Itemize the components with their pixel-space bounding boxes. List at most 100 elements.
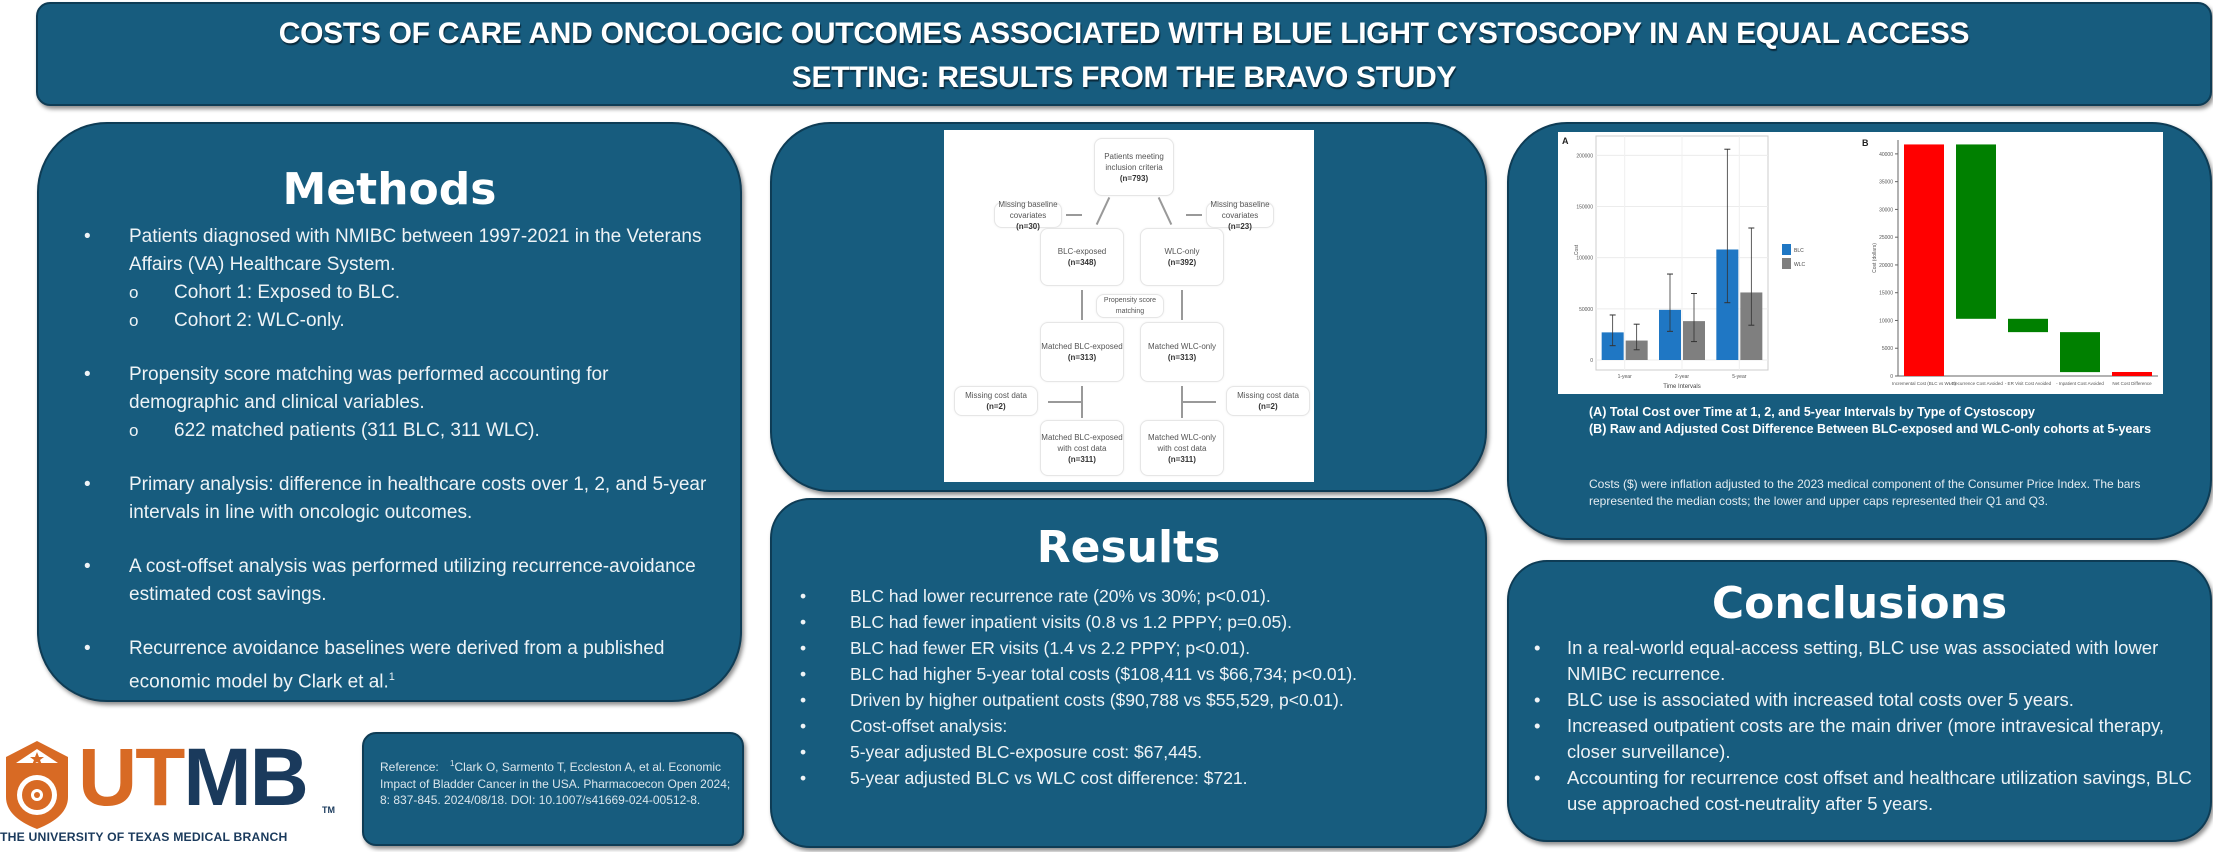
methods-subitem: 622 matched patients (311 BLC, 311 WLC). xyxy=(129,417,710,445)
chart-b-waterfall: B 0 5000 10000 15000 20000 25000 30000 35000 4000… xyxy=(1862,138,2158,386)
flow-box-excluded-left: Missing baseline covariates(n=30) xyxy=(994,200,1062,231)
results-panel: Results BLC had lower recurrence rate (2… xyxy=(770,498,1487,848)
waterfall-bar xyxy=(2112,371,2152,376)
flow-arrow xyxy=(1048,401,1081,403)
methods-item: A cost-offset analysis was performed uti… xyxy=(84,553,710,609)
results-item: 5-year adjusted BLC-exposure cost: $67,4… xyxy=(800,739,1465,765)
legend-swatch-blc xyxy=(1782,244,1791,255)
citation-superscript: 1 xyxy=(388,671,395,683)
flow-box-excluded-right: Missing baseline covariates(n=23) xyxy=(1206,200,1274,231)
figure-caption: (A) Total Cost over Time at 1, 2, and 5-… xyxy=(1589,404,2189,438)
results-item: BLC had higher 5-year total costs ($108,… xyxy=(800,661,1465,687)
bar-wlc xyxy=(1740,292,1763,360)
y-tick-label: 30000 xyxy=(1879,207,1893,213)
legend-label: WLC xyxy=(1794,262,1806,268)
poster-title-line-2: SETTING: RESULTS FROM THE BRAVO STUDY xyxy=(791,61,1457,94)
panel-label: B xyxy=(1862,138,1869,148)
conclusions-item: Increased outpatient costs are the main … xyxy=(1534,713,2192,765)
methods-item: Recurrence avoidance baselines were deri… xyxy=(84,635,710,696)
trademark-symbol: TM xyxy=(322,805,335,815)
results-heading: Results xyxy=(1036,522,1221,573)
x-tick-label: - Inpatient Cost Avoided xyxy=(2056,381,2104,386)
y-tick-label: 0 xyxy=(1890,374,1893,380)
flow-box-missing-cost-left: Missing cost data(n=2) xyxy=(954,386,1038,416)
x-tick-label: Incremental Cost (BLC vs WLC) xyxy=(1892,381,1957,386)
reference-text: Clark O, Sarmento T, Eccleston A, et al.… xyxy=(380,760,731,807)
poster-title-banner: COSTS OF CARE AND ONCOLOGIC OUTCOMES ASS… xyxy=(36,2,2212,106)
waterfall-bar xyxy=(2008,318,2048,333)
flow-box-wlc-only: WLC-only(n=392) xyxy=(1140,228,1224,286)
x-tick-label: Net Cost Difference xyxy=(2112,381,2152,386)
y-tick-label: 35000 xyxy=(1879,180,1893,186)
conclusions-item: BLC use is associated with increased tot… xyxy=(1534,687,2192,713)
flow-box-start: Patients meeting inclusion criteria(n=79… xyxy=(1094,138,1174,196)
flow-box-final-blc: Matched BLC-exposed with cost data(n=311… xyxy=(1040,420,1124,476)
results-item: BLC had fewer ER visits (1.4 vs 2.2 PPPY… xyxy=(800,635,1465,661)
conclusions-panel: Conclusions In a real-world equal-access… xyxy=(1507,560,2212,842)
conclusions-item: Accounting for recurrence cost offset an… xyxy=(1534,765,2192,817)
methods-subitem: Cohort 2: WLC-only. xyxy=(129,307,710,335)
flow-box-missing-cost-right: Missing cost data(n=2) xyxy=(1226,386,1310,416)
y-axis-label: Cost xyxy=(1574,244,1580,255)
bar-blc xyxy=(1601,332,1624,360)
caption-a: (A) Total Cost over Time at 1, 2, and 5-… xyxy=(1589,405,2035,419)
flow-arrow xyxy=(1181,386,1183,418)
methods-item: Propensity score matching was performed … xyxy=(84,361,710,445)
y-tick-label: 40000 xyxy=(1879,152,1893,158)
flow-arrow xyxy=(1183,401,1216,403)
reference-superscript: 1 xyxy=(450,759,455,768)
x-tick-label: - Recurrence Cost Avoided xyxy=(1949,381,2003,386)
methods-subitem: Cohort 1: Exposed to BLC. xyxy=(129,279,710,307)
poster-title-line-1: COSTS OF CARE AND ONCOLOGIC OUTCOMES ASS… xyxy=(278,17,1970,50)
y-tick-label: 10000 xyxy=(1879,318,1893,324)
y-tick-label: 0 xyxy=(1590,358,1593,364)
utmb-subtitle: THE UNIVERSITY OF TEXAS MEDICAL BRANCH xyxy=(0,830,288,844)
results-list: BLC had lower recurrence rate (20% vs 30… xyxy=(800,583,1465,791)
y-tick-label: 200000 xyxy=(1576,153,1593,159)
panel-label: A xyxy=(1562,136,1569,146)
y-tick-label: 25000 xyxy=(1879,235,1893,241)
y-tick-label: 100000 xyxy=(1576,256,1593,262)
flow-box-final-wlc: Matched WLC-only with cost data(n=311) xyxy=(1140,420,1224,476)
flow-arrow xyxy=(1066,214,1082,216)
y-tick-label: 20000 xyxy=(1879,263,1893,269)
flow-box-matched-blc: Matched BLC-exposed(n=313) xyxy=(1040,322,1124,382)
legend-label: BLC xyxy=(1794,248,1804,254)
methods-heading: Methods xyxy=(282,164,497,215)
y-tick-label: 50000 xyxy=(1579,307,1593,313)
conclusions-heading: Conclusions xyxy=(1711,578,2008,629)
y-tick-label: 5000 xyxy=(1882,346,1893,352)
x-tick-label: 2-year xyxy=(1675,374,1690,380)
consort-flowchart: Patients meeting inclusion criteria(n=79… xyxy=(944,130,1314,482)
x-tick-label: - ER Visit Cost Avoided xyxy=(2005,381,2052,386)
figure-note: Costs ($) were inflation adjusted to the… xyxy=(1589,477,2141,508)
flow-arrow xyxy=(1157,196,1173,226)
utmb-logo: UTMB TM THE UNIVERSITY OF TEXAS MEDICAL … xyxy=(0,735,340,852)
flow-arrow xyxy=(1081,290,1083,320)
flow-arrow xyxy=(1081,386,1083,418)
methods-panel: Methods Patients diagnosed with NMIBC be… xyxy=(37,122,742,702)
flow-box-blc-exposed: BLC-exposed(n=348) xyxy=(1040,228,1124,286)
reference-label: Reference: xyxy=(380,760,439,774)
y-tick-label: 150000 xyxy=(1576,205,1593,211)
results-item: BLC had lower recurrence rate (20% vs 30… xyxy=(800,583,1465,609)
flow-arrow xyxy=(1095,196,1111,226)
x-tick-label: 5-year xyxy=(1732,374,1747,380)
results-item: Cost-offset analysis: xyxy=(800,713,1465,739)
y-axis-label: Cost (dollars) xyxy=(1872,243,1878,273)
waterfall-bar xyxy=(1956,144,1996,319)
x-axis-label: Time Intervals xyxy=(1663,384,1700,390)
conclusions-item: In a real-world equal-access setting, BL… xyxy=(1534,635,2192,687)
methods-item: Patients diagnosed with NMIBC between 19… xyxy=(84,223,710,335)
flow-arrow xyxy=(1186,214,1202,216)
y-tick-label: 15000 xyxy=(1879,291,1893,297)
flow-box-propensity: Propensity score matching xyxy=(1096,294,1164,318)
results-item: 5-year adjusted BLC vs WLC cost differen… xyxy=(800,765,1465,791)
bar-wlc xyxy=(1625,340,1648,360)
utmb-wordmark: UTMB xyxy=(78,732,309,823)
results-item: BLC had fewer inpatient visits (0.8 vs 1… xyxy=(800,609,1465,635)
waterfall-bar xyxy=(2060,332,2100,373)
